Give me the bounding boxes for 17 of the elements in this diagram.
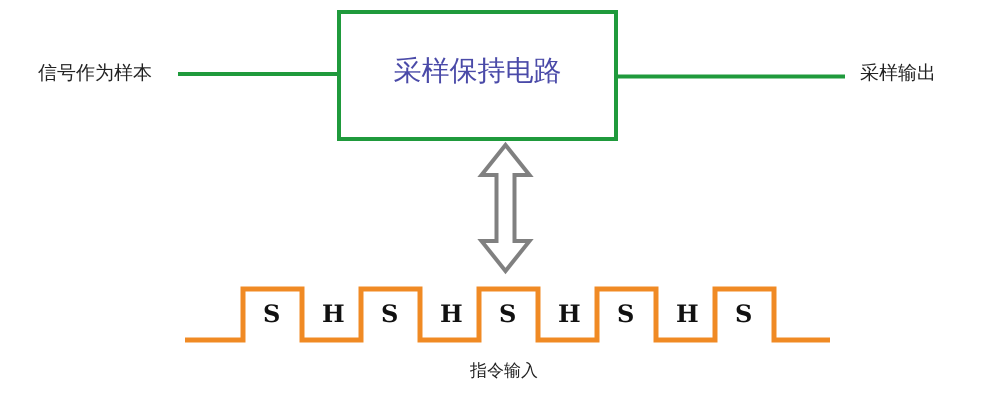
signal-label: 采样输出: [860, 58, 936, 88]
signal-label: 信号作为样本: [38, 58, 152, 88]
signal-letter: H: [322, 299, 345, 328]
circuit-box: [337, 10, 618, 141]
signal-letter: S: [381, 299, 398, 328]
connector-line: [178, 72, 337, 76]
connector-line: [618, 74, 845, 78]
signal-letter: H: [558, 299, 581, 328]
signal-letter: S: [263, 299, 280, 328]
signal-letter: S: [735, 299, 752, 328]
signal-letter: H: [676, 299, 699, 328]
circuit-title: 采样保持电路: [394, 52, 562, 88]
signal-letter: S: [499, 299, 516, 328]
signal-letter: S: [617, 299, 634, 328]
signal-letter: H: [440, 299, 463, 328]
waveform-caption: 指令输入: [470, 360, 538, 382]
double-arrow: [477, 142, 534, 274]
